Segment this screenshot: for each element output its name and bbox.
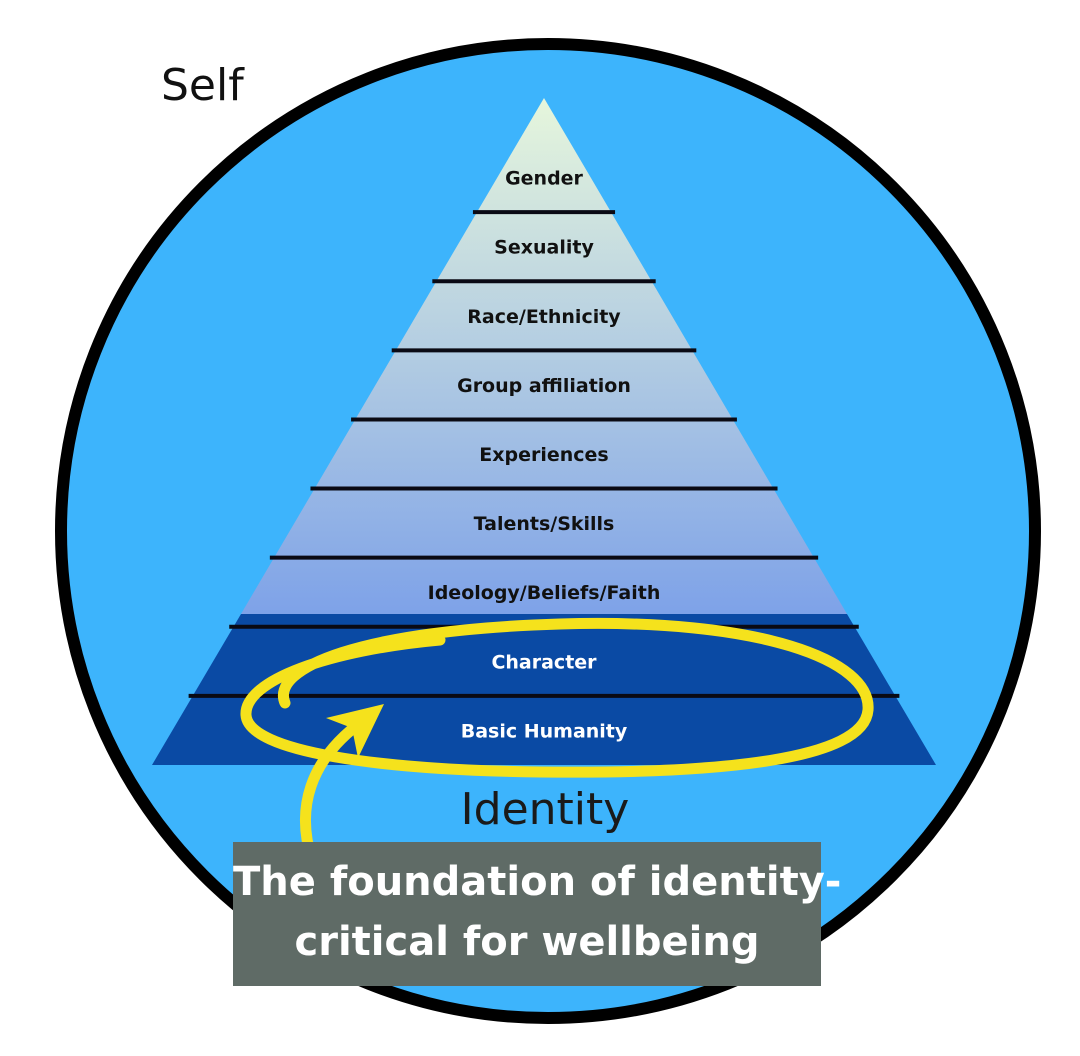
foundation-callout: The foundation of identity- critical for… bbox=[233, 842, 842, 986]
tier-label-5: Experiences bbox=[479, 444, 608, 466]
tier-label-3: Race/Ethnicity bbox=[467, 306, 621, 328]
identity-label: Identity bbox=[460, 784, 630, 835]
highlight-ellipse bbox=[240, 617, 874, 778]
tier-label-8: Character bbox=[491, 651, 597, 673]
tier-label-1: Gender bbox=[505, 168, 583, 190]
tier-dividers bbox=[188, 210, 900, 698]
tier-label-9: Basic Humanity bbox=[461, 720, 628, 742]
tier-label-4: Group affiliation bbox=[457, 375, 631, 397]
tier-label-2: Sexuality bbox=[494, 237, 594, 259]
callout-line-1: The foundation of identity- bbox=[233, 859, 842, 905]
pyramid-upper-tiers bbox=[241, 98, 847, 614]
highlight-arrowhead bbox=[326, 704, 384, 758]
callout-line-2: critical for wellbeing bbox=[294, 919, 760, 965]
self-label: Self bbox=[161, 60, 244, 111]
tier-label-7: Ideology/Beliefs/Faith bbox=[428, 582, 661, 604]
tier-label-6: Talents/Skills bbox=[474, 513, 615, 535]
